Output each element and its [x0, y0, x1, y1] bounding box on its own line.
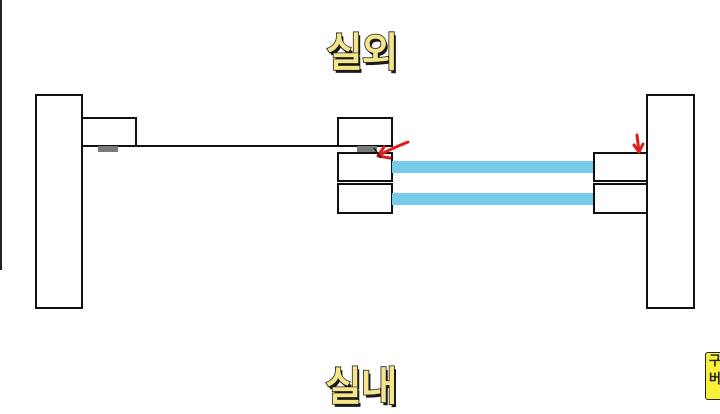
left-frame-block	[81, 117, 137, 147]
right-frame-block-bottom	[593, 183, 648, 214]
left-edge-line	[0, 0, 2, 270]
middle-frame-block-top	[337, 117, 393, 147]
right-wall	[646, 94, 695, 309]
pen-cursor-icon	[373, 147, 382, 159]
middle-frame-block-bottom	[337, 183, 393, 214]
blue-pipe-upper	[392, 161, 594, 173]
red-marker-arrow-right	[632, 133, 645, 154]
right-frame-block-top	[593, 152, 648, 182]
middle-gray-patch	[357, 146, 377, 152]
indoor-label: 실내	[324, 363, 398, 411]
outdoor-label: 실외	[325, 29, 399, 77]
blue-pipe-lower	[392, 193, 594, 205]
corner-badge-line1: 구	[709, 354, 720, 369]
corner-badge: 구 버	[705, 352, 720, 400]
corner-badge-line2: 버	[709, 372, 720, 387]
left-gray-patch	[98, 146, 118, 152]
left-wall	[35, 94, 83, 309]
